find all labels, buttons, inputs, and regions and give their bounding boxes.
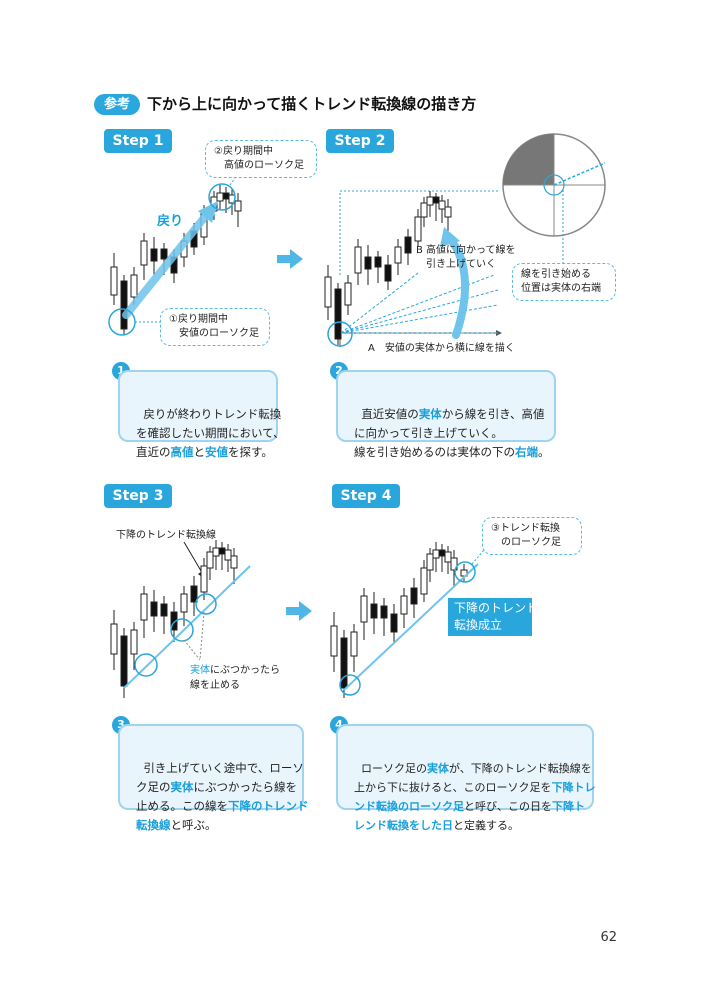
start-position-callout: 線を引き始める 位置は実体の右端 xyxy=(512,263,616,301)
step-4-text-1: ローソク足の xyxy=(361,762,427,775)
step-1-chart xyxy=(108,170,242,336)
step-3-to-4-arrow xyxy=(286,601,312,621)
step-2-description: 直近安値の実体から線を引き、高値 に向かって引き上げていく。 線を引き始めるのは… xyxy=(336,370,556,459)
b-label: B 高値に向かって線を 引き上げていく xyxy=(416,245,516,270)
low-candle-callout: ①戻り期間中 安値のローソク足 xyxy=(160,308,270,346)
step-2-chart xyxy=(324,133,606,347)
step-3-description: 引き上げていく途中で、ローソ ク足の実体にぶつかったら線を 止める。この線を下降… xyxy=(118,724,309,832)
step-4-description: ローソク足の実体が、下降のトレンド転換線を 上から下に抜けると、このローソク足を… xyxy=(336,724,596,832)
trend-change-established-label: 下降のトレンド 転換成立 xyxy=(448,598,538,636)
step-1-text-5: を探す。 xyxy=(228,445,273,459)
step-2-text-1: 直近安値の xyxy=(361,407,419,421)
step-3-text-5: と呼ぶ。 xyxy=(170,818,217,832)
step-4-text-7: と定義する。 xyxy=(453,819,519,832)
step-3-text-1: 引き上げていく途中で、ローソ ク足の xyxy=(136,761,304,794)
step-3-tab: Step 3 xyxy=(104,484,172,508)
step-2-text-5: 。 xyxy=(538,445,550,459)
step-1-to-2-arrow xyxy=(277,249,303,269)
step-2-text-3: から線を引き、高値 に向かって引き上げていく。 線を引き始めるのは実体の下の xyxy=(354,407,545,459)
stop-line-text: にぶつかったら 線を止める xyxy=(190,665,280,691)
step-2-text-4: 右端 xyxy=(515,445,538,459)
turning-candle-callout: ③トレンド転換 のローソク足 xyxy=(482,517,582,555)
step-4-tab: Step 4 xyxy=(332,484,400,508)
step-1-text-3: と xyxy=(193,445,206,459)
step-2-text-2: 実体 xyxy=(418,407,442,421)
step-4-chart xyxy=(330,542,485,698)
step-4-text-5: と呼び、この日を xyxy=(464,800,552,813)
line-name-label: 下降のトレンド転換線 xyxy=(116,530,216,541)
step-4-text-2: 実体 xyxy=(427,762,449,775)
step-4-text-6: 下降ト レンド転換をした日 xyxy=(354,800,585,832)
a-label: A 安値の実体から横に線を描く xyxy=(368,343,515,354)
stop-line-highlight: 実体 xyxy=(190,665,210,676)
reference-badge: 参考 xyxy=(94,94,140,115)
page-title: 下から上に向かって描くトレンド転換線の描き方 xyxy=(147,95,477,113)
step-1-text-2: 高値 xyxy=(170,445,194,459)
step-3-text-3: にぶつかったら線を 止める。この線を xyxy=(136,780,297,813)
stop-line-label: 実体にぶつかったら 線を止める xyxy=(190,663,280,693)
step-4-text-3: が、下降のトレンド転換線を 上から下に抜けると、このローソク足を xyxy=(354,762,592,794)
page-number: 62 xyxy=(600,930,617,945)
high-candle-callout: ②戻り期間中 高値のローソク足 xyxy=(205,140,317,178)
step-2-tab: Step 2 xyxy=(326,129,394,153)
step-3-text-2: 実体 xyxy=(170,780,194,794)
step-1-tab: Step 1 xyxy=(104,129,172,153)
step-1-text-1: 戻りが終わりトレンド転換 を確認したい期間において、 直近の xyxy=(136,407,285,459)
modori-label: 戻り xyxy=(157,214,184,229)
step-3-chart xyxy=(110,540,251,698)
step-1-description: 戻りが終わりトレンド転換 を確認したい期間において、 直近の高値と安値を探す。 xyxy=(118,370,285,459)
step-3-text-4: 下降のトレンド 転換線 xyxy=(136,799,309,832)
step-4-text-4: 下降トレ ンド転換のローソク足 xyxy=(354,781,596,813)
step-1-text-4: 安値 xyxy=(205,445,228,459)
